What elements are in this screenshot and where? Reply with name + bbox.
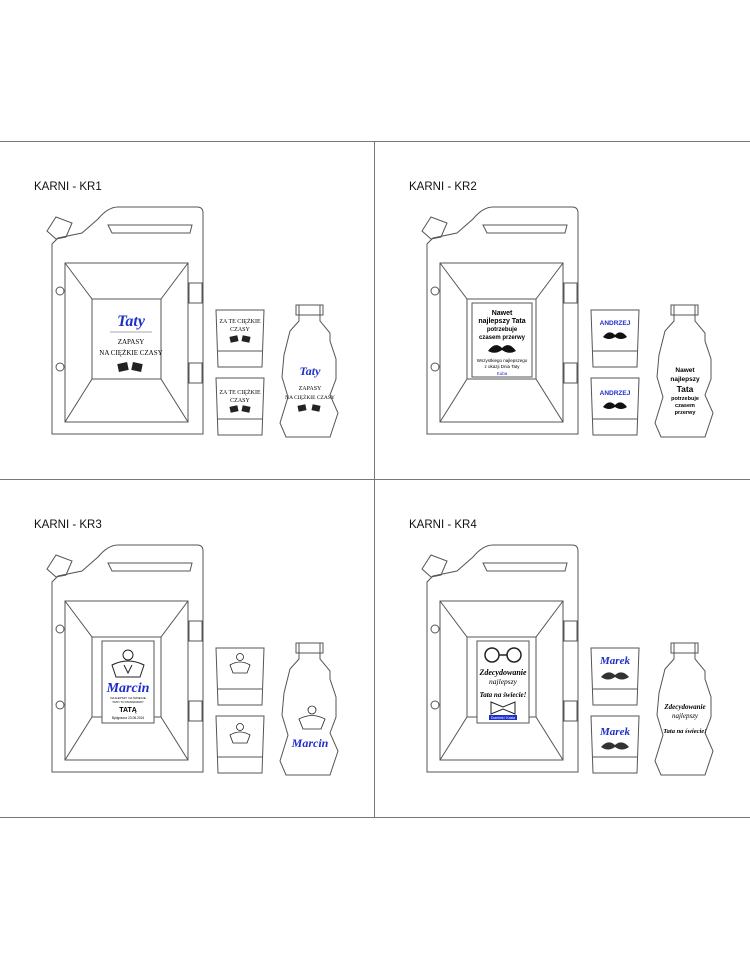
bottle-l3: Tata na świecie! xyxy=(663,728,707,735)
bottle-outline xyxy=(279,304,339,438)
label-s2: z okazji Dnia Taty xyxy=(485,364,521,369)
label-l1: Zdecydowanie xyxy=(478,668,527,677)
label-l3: potrzebuje xyxy=(487,327,518,333)
bottle-l2: najlepszy xyxy=(672,712,699,720)
glass2-name: ANDRZEJ xyxy=(600,390,631,397)
bottle-l6: przerwy xyxy=(675,410,697,416)
panel-kr4: KARNI - KR4 Zdecydowanie najlepszy Tata … xyxy=(375,479,749,816)
label-tag: Dominik i Kasia xyxy=(491,716,515,720)
panel-title: KARNI - KR1 xyxy=(34,181,102,193)
label-small1: NAJLEPSZY NA ŚWIECIE xyxy=(110,695,145,700)
label-l4: czasem przerwy xyxy=(479,335,526,341)
glasses-icon xyxy=(117,362,143,372)
mustache-icon xyxy=(603,332,627,339)
product-drawing: Taty ZAPASY NA CIĘŻKIE CZASY ZA TE CIĘŻK… xyxy=(46,206,339,438)
glass-text2: CZASY xyxy=(230,327,250,333)
glass2-text2: CZASY xyxy=(230,398,250,404)
label-word: TATĄ xyxy=(119,707,137,714)
hinge-top xyxy=(55,286,65,296)
canister-cap xyxy=(46,216,73,240)
product-drawing: Marcin NAJLEPSZY NA ŚWIECIE TATO TO PRAW… xyxy=(46,544,339,776)
horizontal-divider xyxy=(0,479,750,480)
mustache-icon xyxy=(601,672,629,680)
label-s1: Wszystkiego najlepszego xyxy=(477,358,528,363)
glass-name: ANDRZEJ xyxy=(600,320,631,327)
superhero-icon xyxy=(111,649,145,678)
label-l2: najlepszy Tata xyxy=(478,318,525,325)
panel-title: KARNI - KR3 xyxy=(34,519,102,531)
canister-outline xyxy=(51,206,204,435)
canister-handle xyxy=(107,224,193,234)
glass2-text1: ZA TE CIĘŻKIE xyxy=(219,389,261,396)
mustache-icon xyxy=(488,345,516,353)
bow-tie-icon xyxy=(490,701,516,715)
bottle-line1: ZAPASY xyxy=(299,386,322,392)
label-line1: ZAPASY xyxy=(118,338,145,346)
panel-kr3: KARNI - KR3 Marcin NAJLEPSZY NA ŚWIECIE … xyxy=(0,479,374,816)
shot-glass-top xyxy=(215,309,265,368)
panel-kr1: KARNI - KR1 Taty ZAPASY NA CIĘŻKIE CZASY… xyxy=(0,141,374,478)
superhero-icon xyxy=(229,653,326,744)
panel-title: KARNI - KR4 xyxy=(409,519,477,531)
label-name: Marcin xyxy=(106,681,150,696)
product-sheet xyxy=(0,141,750,818)
bottle-l2: najlepszy xyxy=(670,376,700,383)
bottle-l4: potrzebuje xyxy=(671,396,699,402)
label-small2: TATO TO PRAWDZIWY xyxy=(112,700,144,704)
mustache-icon xyxy=(603,402,627,409)
bottle-l1: Zdecydowanie xyxy=(663,703,705,711)
label-name: Taty xyxy=(117,313,146,330)
mustache-icon xyxy=(601,742,629,750)
eyeglasses-icon xyxy=(484,647,522,663)
glass2-name: Marek xyxy=(599,726,630,738)
product-drawing: Nawet najlepszy Tata potrzebuje czasem p… xyxy=(421,206,714,438)
bottle-l3: Tata xyxy=(677,384,694,394)
bottle-name: Taty xyxy=(300,364,322,378)
bottle-line2: NA CIĘŻKIE CZASY xyxy=(285,394,335,401)
canister-door xyxy=(64,262,189,423)
label-date: Bydgoszcz 23.06.2024 xyxy=(112,716,144,720)
label-l3: Tata na świecie! xyxy=(480,691,527,699)
bottle-l1: Nawet xyxy=(675,367,695,374)
label-sig: Kuba xyxy=(497,371,508,376)
glass-name: Marek xyxy=(599,655,630,667)
label-l2: najlepszy xyxy=(489,677,518,686)
bottle-name: Marcin xyxy=(291,736,329,750)
shot-glass-bottom xyxy=(215,377,265,436)
label-tag-bg xyxy=(489,715,517,720)
glass-text1: ZA TE CIĘŻKIE xyxy=(219,318,261,325)
panel-kr2: KARNI - KR2 Nawet najlepszy Tata potrzeb… xyxy=(375,141,749,478)
hinge-bottom xyxy=(55,362,65,372)
product-drawing: Zdecydowanie najlepszy Tata na świecie! … xyxy=(421,544,714,776)
bottle-l5: czasem xyxy=(675,403,695,409)
panel-title: KARNI - KR2 xyxy=(409,181,477,193)
label-line2: NA CIĘŻKIE CZASY xyxy=(99,349,162,357)
label-l1: Nawet xyxy=(492,310,513,317)
